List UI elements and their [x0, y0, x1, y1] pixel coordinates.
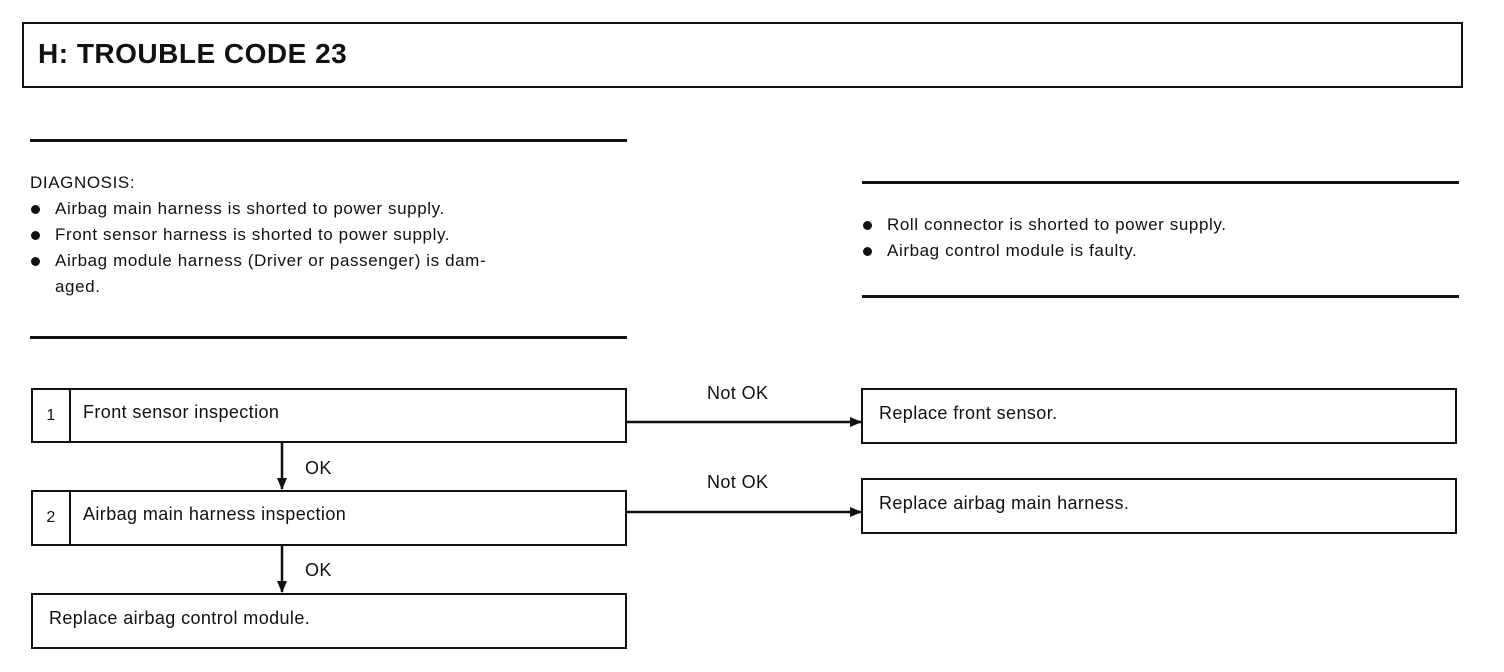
diagnosis-left-block: DIAGNOSIS: Airbag main harness is shorte…	[30, 170, 630, 300]
bullet-icon	[863, 247, 872, 256]
diagnosis-right-bottom-rule	[862, 295, 1459, 298]
diagnosis-top-rule	[30, 139, 627, 142]
bullet-icon	[31, 205, 40, 214]
not-ok-label: Not OK	[707, 383, 769, 403]
result-box-replace-harness: Replace airbag main harness.	[861, 478, 1457, 534]
diagnosis-item: Airbag module harness (Driver or passeng…	[30, 248, 630, 300]
bullet-icon	[863, 221, 872, 230]
diagnosis-right-top-rule	[862, 181, 1459, 184]
bullet-icon	[31, 231, 40, 240]
diagnosis-left-list: Airbag main harness is shorted to power …	[30, 196, 630, 300]
final-box-replace-module: Replace airbag control module.	[31, 593, 627, 649]
step-label: Front sensor inspection	[83, 402, 280, 422]
diagnosis-item: Airbag main harness is shorted to power …	[30, 196, 630, 222]
step-number: 2	[33, 492, 71, 544]
diagnosis-item: Roll connector is shorted to power suppl…	[862, 212, 1459, 238]
diagnosis-item-text-continued: aged.	[55, 277, 101, 296]
diagnosis-item-text: Roll connector is shorted to power suppl…	[887, 215, 1227, 234]
diagnosis-item-text: Airbag main harness is shorted to power …	[55, 199, 445, 218]
diagnosis-heading: DIAGNOSIS:	[30, 173, 136, 192]
page-title: H: TROUBLE CODE 23	[38, 38, 348, 69]
diagnosis-right-block: Roll connector is shorted to power suppl…	[862, 212, 1459, 264]
diagnosis-item-text: Front sensor harness is shorted to power…	[55, 225, 451, 244]
step-box-2: 2 Airbag main harness inspection	[31, 490, 627, 546]
diagnosis-item: Airbag control module is faulty.	[862, 238, 1459, 264]
step-label: Airbag main harness inspection	[83, 504, 347, 524]
diagnosis-item: Front sensor harness is shorted to power…	[30, 222, 630, 248]
diagnosis-item-text: Airbag module harness (Driver or passeng…	[55, 251, 487, 270]
not-ok-label: Not OK	[707, 472, 769, 492]
diagnosis-right-list: Roll connector is shorted to power suppl…	[862, 212, 1459, 264]
step-box-1: 1 Front sensor inspection	[31, 388, 627, 443]
title-box: H: TROUBLE CODE 23	[22, 22, 1463, 88]
bullet-icon	[31, 257, 40, 266]
diagnosis-bottom-rule	[30, 336, 627, 339]
result-label: Replace airbag control module.	[49, 608, 311, 628]
ok-label: OK	[305, 458, 332, 478]
ok-label: OK	[305, 560, 332, 580]
diagnosis-item-text: Airbag control module is faulty.	[887, 241, 1138, 260]
result-label: Replace airbag main harness.	[879, 493, 1130, 513]
result-box-replace-front-sensor: Replace front sensor.	[861, 388, 1457, 444]
result-label: Replace front sensor.	[879, 403, 1058, 423]
step-number: 1	[33, 390, 71, 441]
